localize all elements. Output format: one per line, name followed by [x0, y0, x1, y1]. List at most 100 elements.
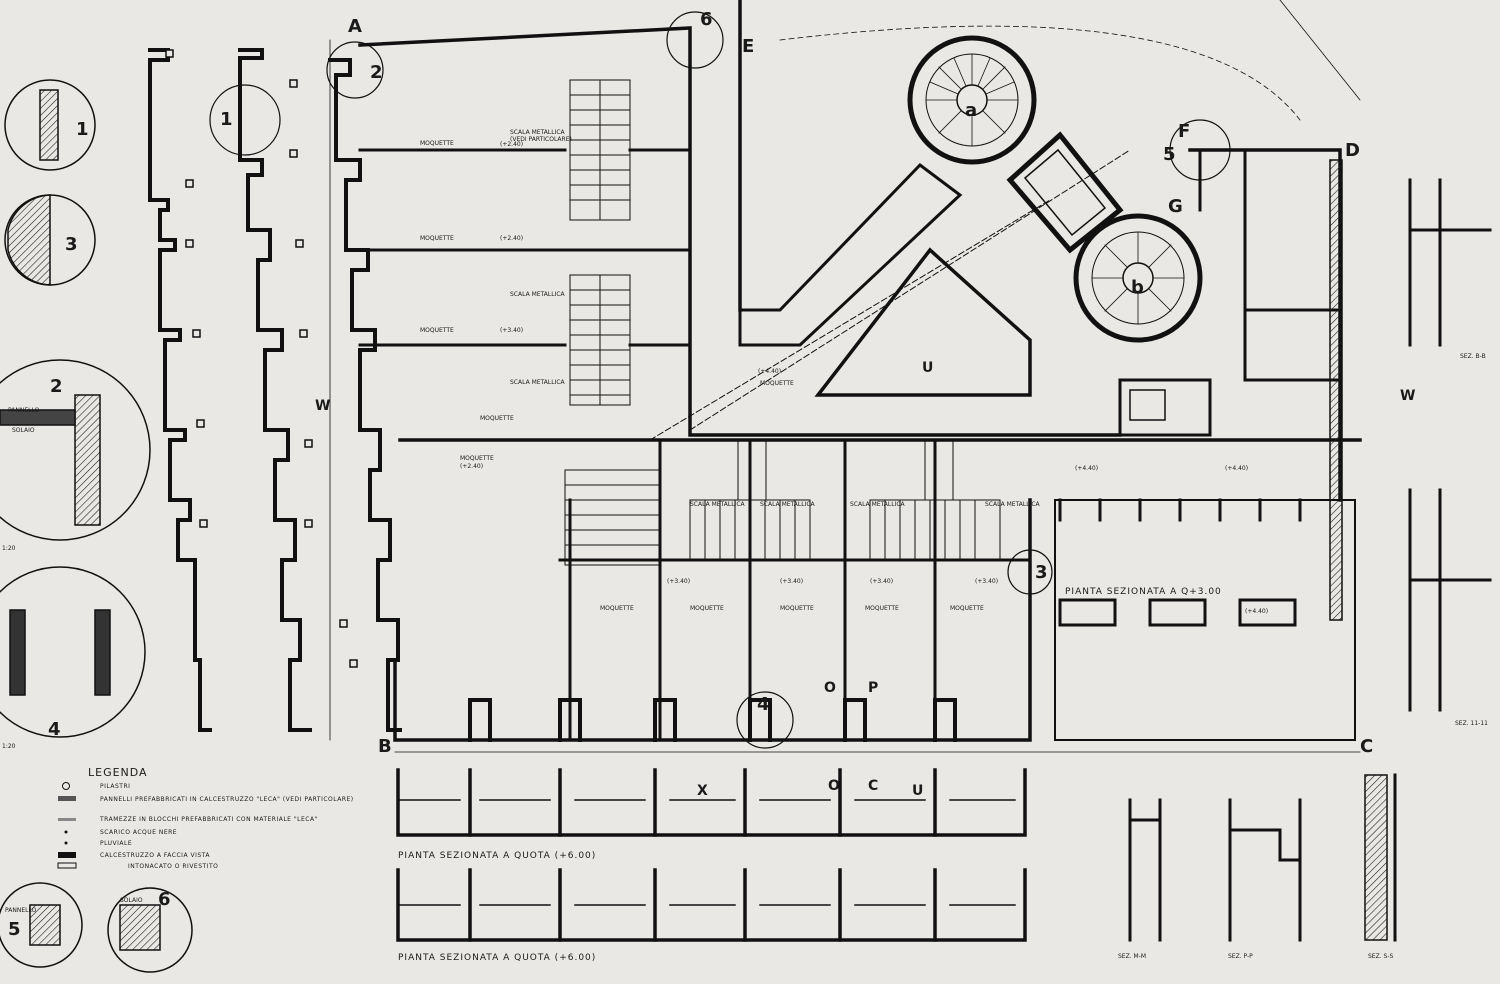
detail-circle-3 [4, 194, 96, 286]
label-level-6: (+4.40) [758, 368, 781, 375]
staircase-2 [569, 274, 631, 406]
marker-X: X [697, 783, 708, 799]
point-B: B [378, 736, 392, 757]
label-level-3: (+3.40) [500, 327, 523, 334]
label-level-8: (+3.40) [780, 578, 803, 585]
top-right-edge [1279, 0, 1361, 101]
section-title-mm: SEZ. M-M [1118, 953, 1146, 960]
right-block-units [1058, 498, 1302, 627]
diagonal-axis [649, 149, 1131, 441]
marker-O-top: O [824, 680, 836, 696]
facade-column-1 [148, 48, 212, 732]
label-level-10: (+3.40) [975, 578, 998, 585]
point-G: G [1168, 196, 1183, 217]
label-solaio: SOLAIO [12, 427, 35, 434]
label-moquette-10: MOQUETTE [865, 605, 899, 612]
legend-item-5: PLUVIALE [100, 840, 132, 847]
tower-labels: a b [965, 100, 1144, 298]
detail-label-2: 2 [50, 376, 63, 397]
facade-column-2 [238, 48, 312, 732]
label-solaio-6: SOLAIO [120, 897, 143, 904]
scale-label-2: 1:20 [2, 743, 16, 750]
label-moquette-1: MOQUETTE [420, 140, 454, 147]
label-scala-6: SCALA METALLICA [850, 501, 906, 508]
marker-W-left: W [315, 398, 330, 414]
detail-labels: 1 3 2 4 5 6 1 2 3 4 5 6 [8, 9, 1176, 940]
plan-ref-circles [209, 11, 1231, 749]
detail-circle-5 [0, 882, 83, 968]
point-F: F [1178, 121, 1190, 142]
label-moquette-6: MOQUETTE [760, 380, 794, 387]
tower-link-inner [1023, 148, 1107, 237]
point-labels: A B C D E F G [348, 16, 1373, 757]
legend-item-3: TRAMEZZE IN BLOCCHI PREFABBRICATI CON MA… [99, 816, 318, 823]
label-scala-1: SCALA METALLICA [510, 129, 566, 136]
lower-plan-upper [396, 768, 1027, 837]
legend-title: LEGENDA [88, 766, 148, 779]
staircase-1 [569, 79, 631, 221]
bottom-facade [468, 698, 957, 742]
detail-circle-1 [4, 79, 96, 171]
main-building-outline [358, 26, 1362, 742]
marker-P: P [868, 680, 878, 696]
scale-labels: 1:20 1:20 [2, 545, 16, 750]
plan-label-4: 4 [757, 694, 770, 715]
label-moquette-9: MOQUETTE [780, 605, 814, 612]
section-markers: W W U U X O O P C [315, 360, 1415, 799]
legend-item-4: SCARICO ACQUE NERE [100, 829, 177, 836]
label-moquette-4: MOQUETTE [480, 415, 514, 422]
plan-label-2: 2 [370, 62, 383, 83]
section-titles: SEZ. B-B SEZ. 11-11 SEZ. M-M SEZ. P-P SE… [1118, 353, 1488, 960]
label-scala-3: SCALA METALLICA [510, 379, 566, 386]
label-level-7: (+3.40) [667, 578, 690, 585]
detail-label-6: 6 [158, 889, 171, 910]
corridor-wedge [738, 163, 963, 347]
label-level-12: (+4.40) [1225, 465, 1248, 472]
tower-label-b: b [1131, 277, 1144, 298]
section-title-ss: SEZ. S-S [1368, 953, 1393, 960]
lower-plan-lower [396, 868, 1027, 942]
scale-label-1: 1:20 [2, 545, 16, 552]
plan-label-6: 6 [700, 9, 713, 30]
plan-label-3: 3 [1035, 562, 1048, 583]
label-moquette-7: MOQUETTE [600, 605, 634, 612]
label-moquette-2: MOQUETTE [420, 235, 454, 242]
label-level-13: (+4.40) [1245, 608, 1268, 615]
marker-U-top: U [922, 360, 933, 376]
plan-titles: PIANTA SEZIONATA A QUOTA (+6.00) PIANTA … [398, 587, 1221, 963]
legend-item-1: PILASTRI [100, 783, 130, 790]
label-level-11: (+4.40) [1075, 465, 1098, 472]
label-moquette-8: MOQUETTE [690, 605, 724, 612]
section-details [1128, 773, 1397, 942]
room-labels: SCALA METALLICA (VEDI PARTICOLARE) MOQUE… [420, 129, 1268, 615]
legend-item-7: INTONACATO O RIVESTITO [128, 863, 218, 870]
vertical-section-right [1408, 178, 1492, 712]
detail-label-4: 4 [48, 719, 61, 740]
label-level-2: (+2.40) [500, 235, 523, 242]
unit-walls [358, 148, 1032, 742]
point-C: C [1360, 736, 1373, 757]
tower-label-a: a [965, 100, 977, 121]
staircase-row [564, 439, 1001, 566]
label-scala-5: SCALA METALLICA [760, 501, 816, 508]
section-title-bb: SEZ. B-B [1460, 353, 1486, 360]
detail-label-1: 1 [76, 119, 89, 140]
plan-label-5: 5 [1163, 144, 1176, 165]
label-moquette-3: MOQUETTE [420, 327, 454, 334]
detail-circle-6 [107, 887, 193, 973]
section-title-pp: SEZ. P-P [1228, 953, 1253, 960]
label-scala-4: SCALA METALLICA [690, 501, 746, 508]
legend: LEGENDA PILASTRI PANNELLI PREFABBRICATI … [57, 766, 353, 870]
label-scala-2: SCALA METALLICA [510, 291, 566, 298]
marker-W-right: W [1400, 388, 1415, 404]
section-title-11: SEZ. 11-11 [1455, 720, 1488, 727]
label-level-5: (+2.40) [460, 463, 483, 470]
label-level-9: (+3.40) [870, 578, 893, 585]
label-scala-7: SCALA METALLICA [985, 501, 1041, 508]
detail-label-5: 5 [8, 919, 21, 940]
plan-title-lower: PIANTA SEZIONATA A QUOTA (+6.00) [398, 953, 596, 963]
label-vedi-1: (VEDI PARTICOLARE) [510, 136, 572, 143]
marker-U-bottom: U [912, 783, 923, 799]
label-level-1: (+2.40) [500, 141, 523, 148]
